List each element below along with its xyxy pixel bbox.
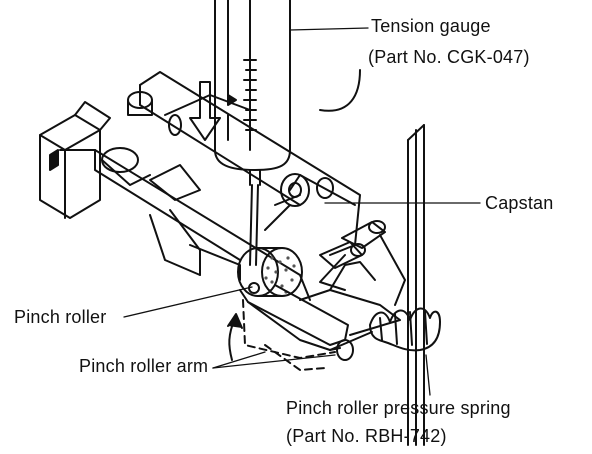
head-block bbox=[39, 101, 111, 219]
rotation-arrow bbox=[227, 313, 243, 361]
leader-lines bbox=[123, 27, 481, 396]
tension-gauge bbox=[214, 0, 291, 266]
pressure-spring bbox=[329, 307, 441, 352]
pinch-roller bbox=[237, 247, 303, 297]
pressure-spring-label: Pinch roller pressure spring bbox=[286, 398, 511, 418]
capstan-assembly bbox=[264, 173, 334, 231]
tension-gauge-label: Tension gauge bbox=[371, 16, 491, 36]
top-screws bbox=[101, 91, 201, 201]
capstan-label: Capstan bbox=[485, 193, 554, 213]
right-posts bbox=[319, 220, 406, 306]
pinch-roller-label: Pinch roller bbox=[14, 307, 107, 327]
pinch-roller-arm-label: Pinch roller arm bbox=[79, 356, 209, 376]
right-rails bbox=[407, 124, 425, 446]
pinch-roller-arm bbox=[239, 261, 401, 361]
pressure-spring-part-number: (Part No. RBH-742) bbox=[286, 426, 447, 446]
tension-gauge-part-number: (Part No. CGK-047) bbox=[368, 47, 530, 67]
downward-arrow bbox=[189, 81, 221, 141]
dashed-arm-position bbox=[242, 299, 336, 371]
